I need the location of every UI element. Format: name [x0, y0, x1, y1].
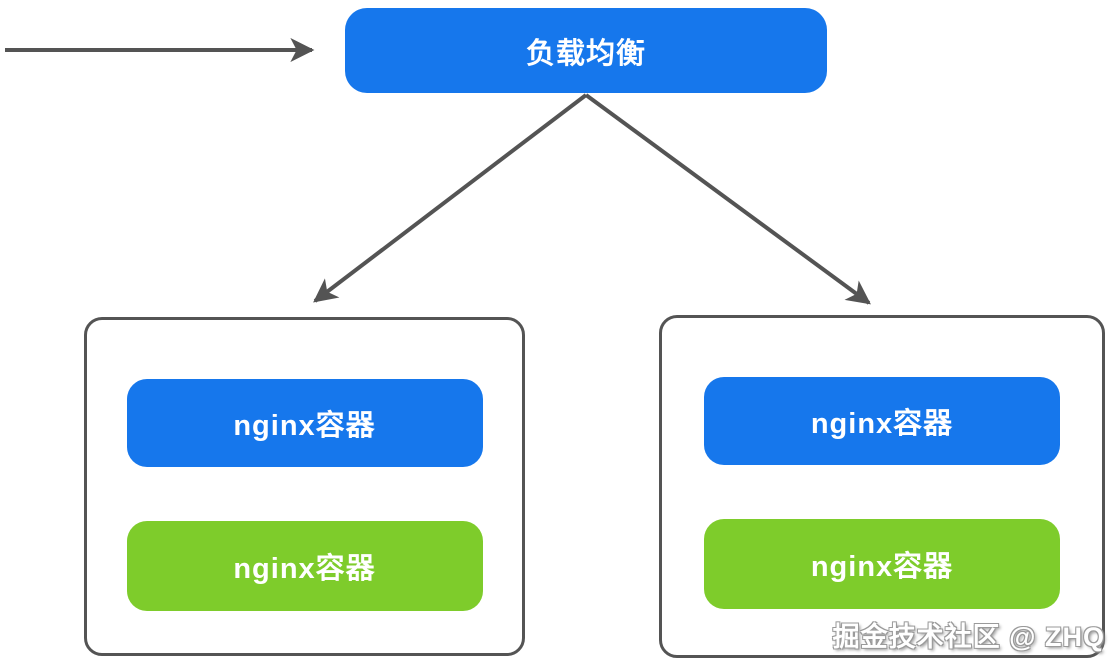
nginx-container-label: nginx容器 — [810, 408, 954, 440]
arrow-to-right-cluster — [584, 93, 871, 305]
arrow-to-left-cluster — [313, 93, 588, 303]
watermark: 掘金技术社区 @ ZHQ — [832, 622, 1105, 652]
nginx-container-label: nginx容器 — [233, 410, 376, 442]
nginx-container-label: nginx容器 — [810, 551, 954, 583]
nginx-container-node: nginx容器 — [704, 377, 1060, 465]
load-balancer-node: 负载均衡 — [345, 8, 827, 93]
nginx-container-node: nginx容器 — [126, 379, 483, 467]
nginx-container-label: nginx容器 — [233, 553, 376, 585]
nginx-container-node: nginx容器 — [704, 519, 1060, 609]
nginx-container-node: nginx容器 — [126, 521, 483, 611]
cluster-box-left: nginx容器 nginx容器 — [84, 317, 525, 656]
cluster-box-right: nginx容器 nginx容器 — [659, 315, 1105, 658]
load-balancer-label: 负载均衡 — [525, 37, 646, 70]
